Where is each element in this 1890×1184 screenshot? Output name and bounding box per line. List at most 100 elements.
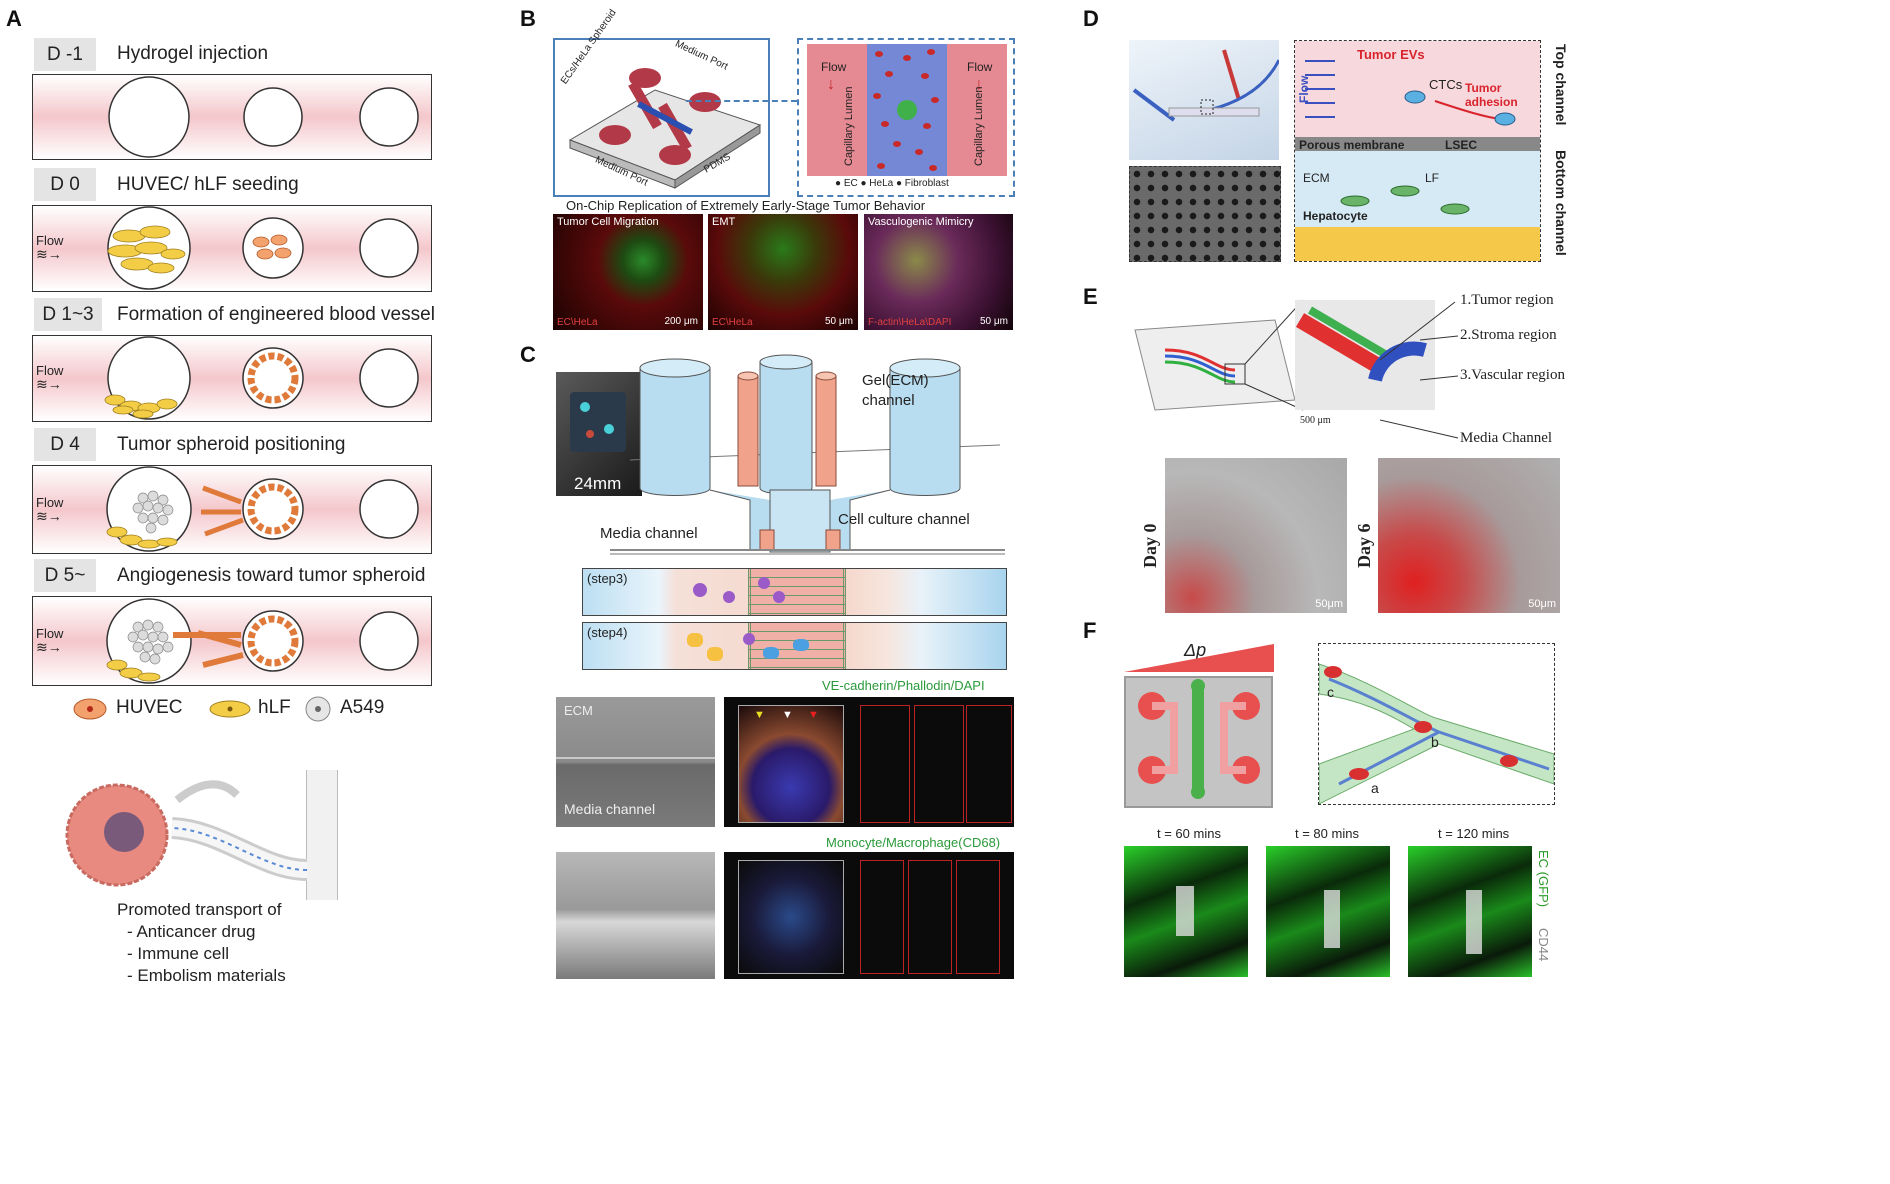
legend-a549: A549 (304, 695, 404, 723)
flow-arrow-icon: ≋→ (36, 639, 62, 655)
flow-label-3: Flow (36, 363, 64, 378)
flow-label-5: Flow (36, 626, 64, 641)
down-arrow-icon: ↓ (827, 76, 835, 93)
flow-right-label: Flow (967, 60, 993, 74)
step3-day: D 1~3 (34, 298, 102, 331)
d-zoom-frame: Flow Tumor EVs CTCs Tumor adhesion Porou… (1294, 40, 1541, 262)
time-label-1: t = 60 mins (1157, 826, 1221, 841)
transport-item-2: - Immune cell (127, 944, 230, 963)
lf-label: LF (1425, 171, 1440, 185)
flow-label-2: Flow (36, 233, 64, 248)
f-image-60 (1124, 846, 1248, 977)
legend-hlf-label: hLF (258, 697, 291, 718)
lumen-right-label: Capillary Lumen (973, 86, 985, 166)
micro-caption-1: EC\HeLa (557, 317, 598, 328)
bottom-channel-label: Bottom channel (1553, 150, 1569, 256)
down-arrow-icon: ↓ (975, 76, 983, 93)
e-scale-1: 50μm (1315, 598, 1343, 610)
micro-title-2: EMT (712, 216, 736, 228)
stain-ec-label: EC (GFP) (1536, 850, 1551, 908)
micro-caption-3: F-actin\HeLa\DAPI (868, 317, 952, 328)
step3-strip: (step3) (582, 568, 1007, 616)
arrowhead-icon: ▼ (754, 709, 765, 721)
flow-arrow-icon: ≋→ (36, 246, 62, 262)
gel-label: Gel(ECM) (862, 372, 929, 389)
panel-b-label: B (520, 6, 536, 31)
media-channel-label: Media channel (600, 525, 698, 542)
point-c-label: c (1327, 684, 1334, 700)
region-3-label: 3.Vascular region (1460, 367, 1565, 383)
micro-tumor-migration: Tumor Cell Migration EC\HeLa 200 μm (553, 214, 703, 330)
delta-p-label: Δp (1184, 640, 1207, 660)
micro-emt: EMT EC\HeLa 50 μm (708, 214, 858, 330)
porous-label: Porous membrane (1299, 138, 1405, 152)
e-day6-image: 50μm (1378, 458, 1560, 613)
c-gray-image-1: ECM Media channel (556, 697, 715, 827)
transport-item-1: - Anticancer drug (127, 922, 256, 941)
step4-label: (step4) (587, 625, 628, 640)
gel-label-2: channel (862, 392, 915, 409)
day6-label: Day 6 (1354, 523, 1374, 569)
step5-day: D 5~ (34, 559, 96, 592)
panel-e-label: E (1083, 284, 1098, 309)
legend-huvec-label: HUVEC (116, 697, 183, 718)
ecm-d-label: ECM (1303, 171, 1330, 185)
panel-c-label: C (520, 342, 536, 367)
panel-d-label: D (1083, 6, 1099, 31)
micro-scale-2: 50 μm (825, 316, 853, 327)
e-small-scale: 500 μm (1300, 415, 1331, 426)
e-chip-diagram (1134, 299, 1435, 411)
legend-hlf: hLF (208, 695, 308, 723)
step5-text: Angiogenesis toward tumor spheroid (117, 565, 426, 586)
arrowhead-icon: ▼ (782, 709, 793, 721)
step2-day: D 0 (34, 168, 96, 201)
step4-text: Tumor spheroid positioning (117, 434, 346, 455)
time-label-2: t = 80 mins (1295, 826, 1359, 841)
channel-step4 (32, 465, 432, 554)
flow-left-label: Flow (821, 60, 847, 74)
channel-step2 (32, 205, 432, 292)
step1-day: D -1 (34, 38, 96, 71)
stain-label-2: Monocyte/Macrophage(CD68) (826, 835, 1001, 850)
point-a-label: a (1371, 780, 1379, 796)
step4-day: D 4 (34, 428, 96, 461)
step3-text: Formation of engineered blood vessel (117, 304, 435, 325)
media-channel-e-label: Media Channel (1460, 430, 1553, 446)
culture-channel-label: Cell culture channel (838, 511, 970, 528)
f-zoom-frame: a b c (1318, 643, 1555, 805)
connector-line (686, 100, 797, 102)
f-device (1124, 676, 1273, 808)
flow-arrow-icon: ≋→ (36, 508, 62, 524)
flow-label-4: Flow (36, 495, 64, 510)
legend-huvec: HUVEC (72, 695, 202, 723)
micro-title-3: Vasculogenic Mimicry (868, 216, 974, 228)
f-image-80 (1266, 846, 1390, 977)
c-confocal-1: ▼ ▼ ▼ (724, 697, 1014, 827)
micro-caption-2: EC\HeLa (712, 317, 753, 328)
d-device-photo (1129, 40, 1281, 160)
arrowhead-icon: ▼ (808, 709, 819, 721)
f-image-120 (1408, 846, 1532, 977)
tumor-vessel-illustration (65, 770, 338, 900)
step1-text: Hydrogel injection (117, 43, 269, 64)
transport-title: Promoted transport of (117, 900, 282, 919)
legend-a549-label: A549 (340, 697, 385, 718)
detail-legend: ● EC ● HeLa ● Fibroblast (835, 178, 949, 189)
step3-label: (step3) (587, 571, 628, 586)
media-channel-img-label: Media channel (564, 801, 656, 817)
e-day0-image: 50μm (1165, 458, 1347, 613)
micro-vasculogenic: Vasculogenic Mimicry F-actin\HeLa\DAPI 5… (864, 214, 1013, 330)
photo-scale: 24mm (574, 474, 622, 493)
chip-3d-diagram (610, 354, 1005, 555)
chip-photo: 24mm (556, 372, 642, 496)
stain-cd44-label: CD44 (1536, 928, 1551, 962)
e-pointer-lines (1380, 301, 1459, 439)
d-membrane-sem (1129, 166, 1281, 262)
channel-step5 (32, 596, 432, 686)
step4-strip: (step4) (582, 622, 1007, 670)
channel-step3 (32, 335, 432, 422)
ecm-label: ECM (564, 703, 593, 718)
panel-f-label: F (1083, 618, 1097, 643)
d-flow-label: Flow (1297, 75, 1311, 103)
step2-text: HUVEC/ hLF seeding (117, 174, 299, 195)
